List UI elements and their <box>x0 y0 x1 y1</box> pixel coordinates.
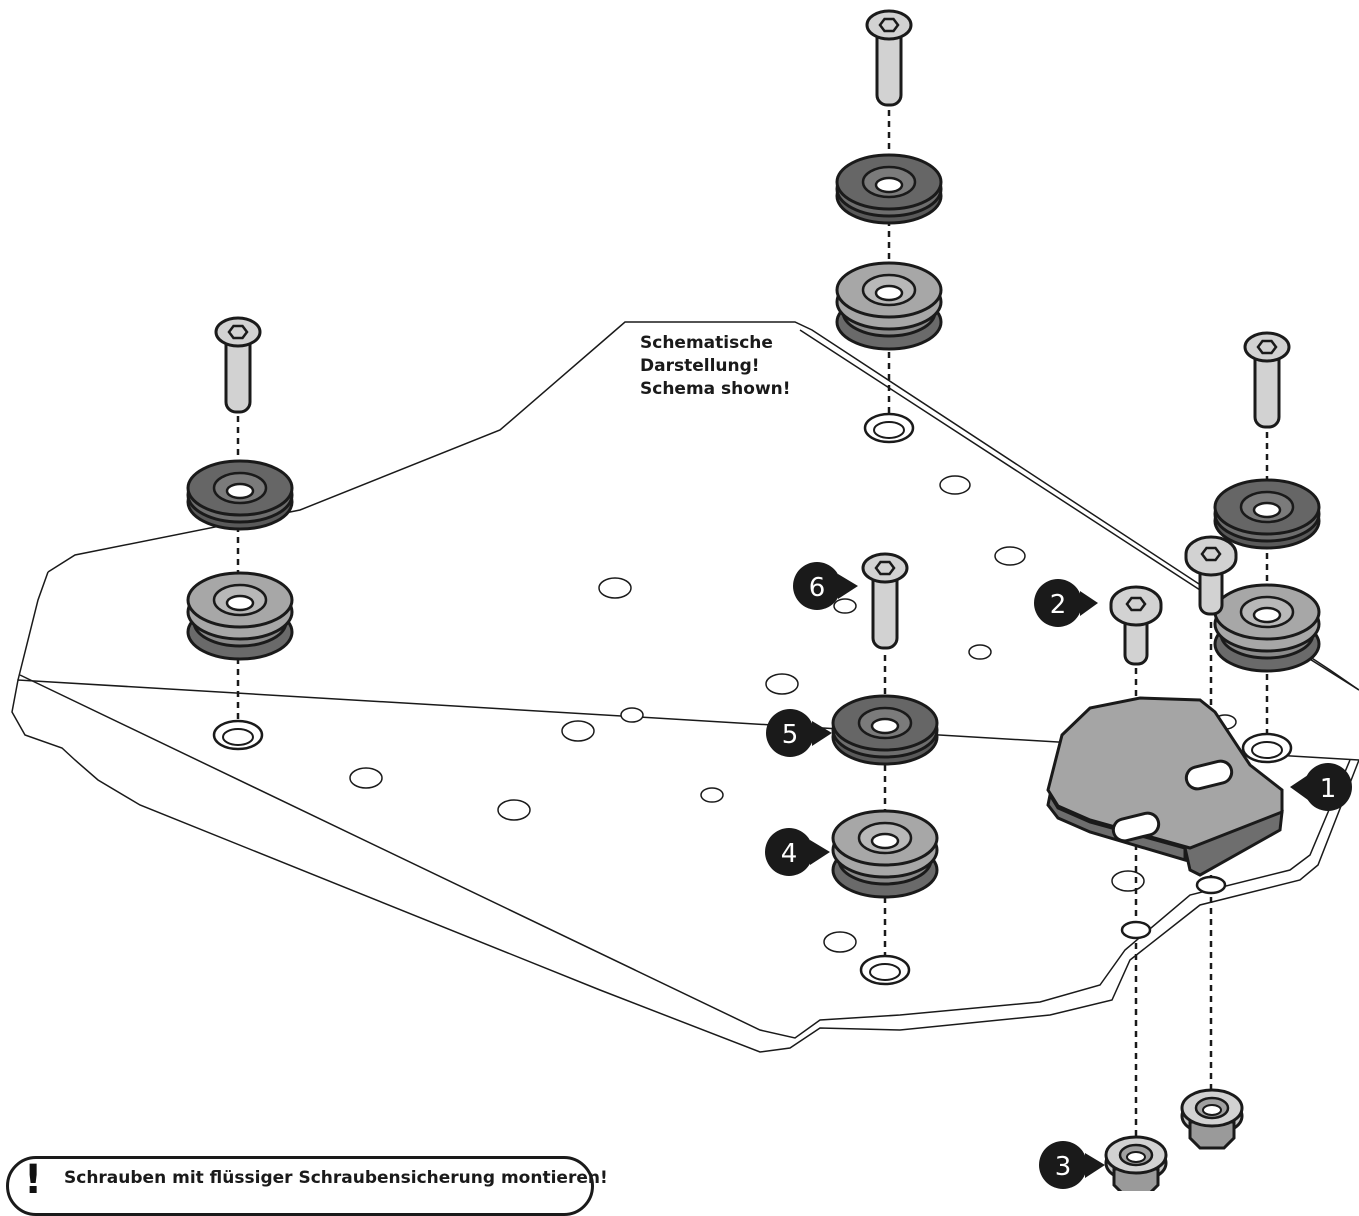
svg-text:3: 3 <box>1055 1152 1072 1182</box>
bracket-plate <box>1046 696 1284 940</box>
base-plate <box>11 321 1359 1053</box>
svg-text:1: 1 <box>1320 774 1337 804</box>
flange-nuts <box>1104 1088 1244 1191</box>
stack-left <box>186 316 294 751</box>
assembly-axes <box>236 110 1269 1150</box>
plate-holes <box>349 475 1237 953</box>
schematic-note-line2: Darstellung! <box>640 356 760 376</box>
callout-1: 1 <box>1290 763 1352 811</box>
svg-text:6: 6 <box>809 573 826 603</box>
schematic-note: Schematische Darstellung! Schema shown! <box>640 332 791 401</box>
warning-icon: ! <box>24 1157 43 1203</box>
callout-6: 6 <box>793 562 858 610</box>
callout-2: 2 <box>1034 579 1098 627</box>
svg-text:2: 2 <box>1050 590 1067 620</box>
warning-banner: ! Schrauben mit flüssiger Schraubensiche… <box>0 1150 608 1216</box>
svg-text:4: 4 <box>781 839 798 869</box>
warning-text: Schrauben mit flüssiger Schraubensicheru… <box>64 1168 608 1188</box>
callout-4: 4 <box>765 828 830 876</box>
callout-5: 5 <box>766 709 832 757</box>
assembly-diagram: 1 2 3 4 5 6 Schematische Darstellung! Sc… <box>0 9 1359 1216</box>
callout-3: 3 <box>1039 1141 1105 1189</box>
svg-text:5: 5 <box>782 720 799 750</box>
schematic-note-line1: Schematische <box>640 333 773 353</box>
schematic-note-line3: Schema shown! <box>640 379 791 399</box>
